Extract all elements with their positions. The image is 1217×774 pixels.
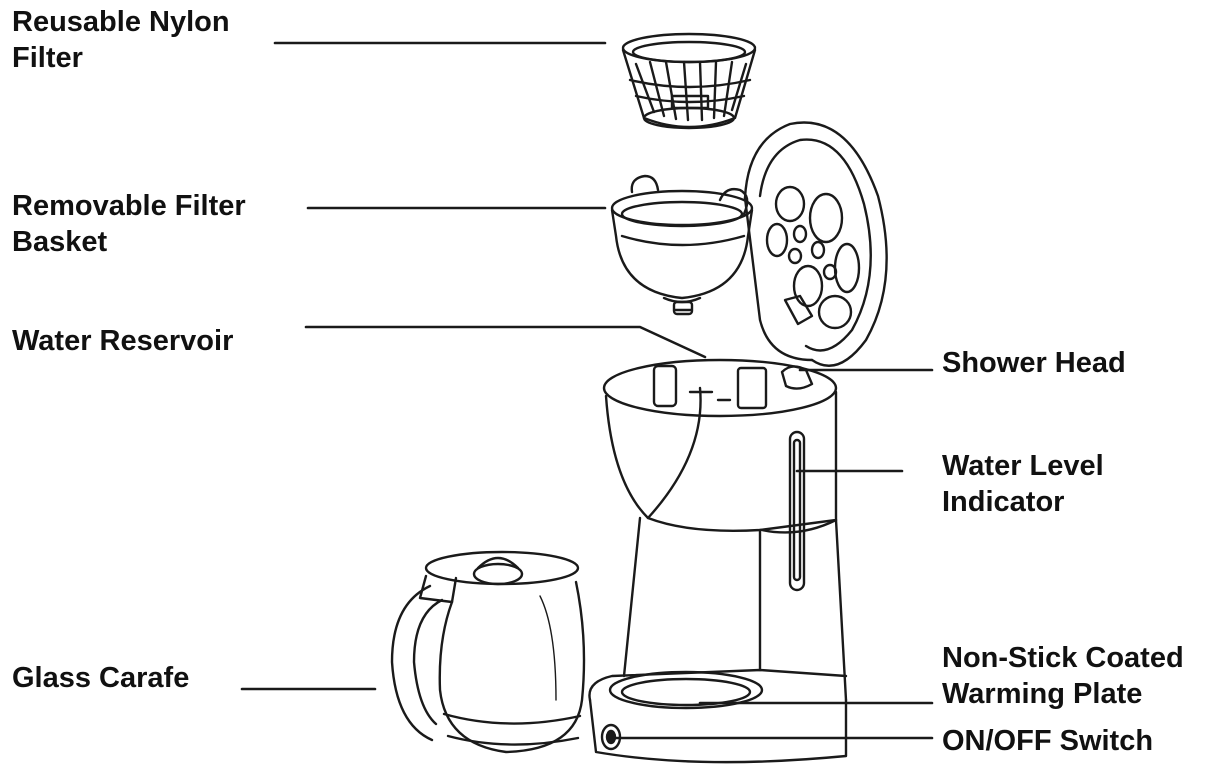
carafe-illustration bbox=[390, 550, 586, 754]
label-on-off-switch: ON/OFF Switch bbox=[942, 725, 1154, 757]
filter-basket-illustration bbox=[610, 174, 754, 316]
machine-body-illustration bbox=[588, 358, 848, 764]
label-shower-head: Shower Head bbox=[942, 347, 1126, 379]
label-glass-carafe: Glass Carafe bbox=[12, 662, 190, 694]
leader-water-reservoir bbox=[304, 325, 707, 359]
label-removable-filter-basket: Removable Filter Basket bbox=[12, 190, 246, 258]
lid-illustration bbox=[743, 121, 888, 367]
label-reusable-nylon-filter: Reusable Nylon Filter bbox=[12, 6, 230, 74]
label-water-reservoir: Water Reservoir bbox=[12, 325, 234, 357]
label-warming-plate: Non-Stick Coated Warming Plate bbox=[942, 642, 1184, 710]
nylon-filter-illustration bbox=[621, 32, 757, 130]
label-water-level-indicator: Water Level Indicator bbox=[942, 450, 1104, 518]
leader-lines bbox=[240, 41, 934, 740]
